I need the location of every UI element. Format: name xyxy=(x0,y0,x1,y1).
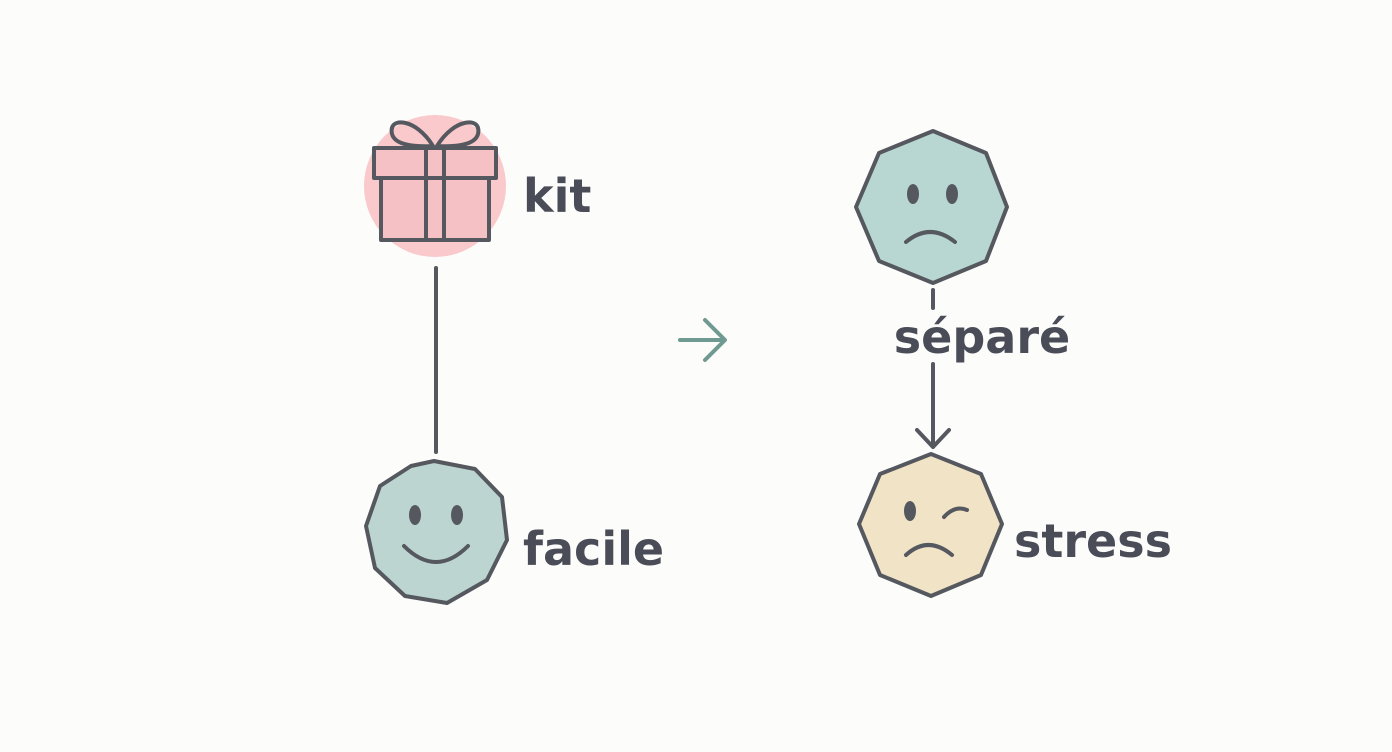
sad-face-icon xyxy=(854,129,1009,285)
smiling-face-icon xyxy=(364,459,509,605)
gift-icon xyxy=(364,115,506,257)
label-kit: kit xyxy=(523,169,591,223)
arrow-down-icon xyxy=(915,362,951,449)
arrow-right-icon xyxy=(678,318,727,362)
label-facile: facile xyxy=(523,522,664,576)
left-column: kit facile xyxy=(364,115,664,605)
right-column: séparé stress xyxy=(854,129,1172,598)
winking-sad-face-icon xyxy=(857,452,1004,598)
label-separe: séparé xyxy=(894,310,1070,364)
label-stress: stress xyxy=(1014,514,1172,568)
